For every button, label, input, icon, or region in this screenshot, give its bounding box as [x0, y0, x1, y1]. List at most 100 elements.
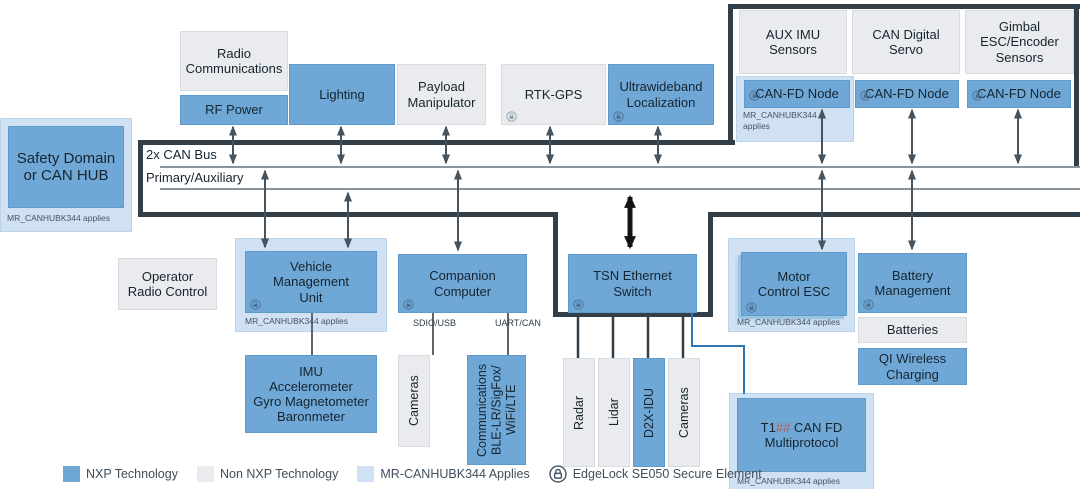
tsn-pocket-right [708, 212, 713, 317]
box-imu-sensors: IMU Accelerometer Gyro Magnetometer Baro… [245, 355, 377, 433]
edgelock-se050-icon [749, 89, 760, 101]
bus-frame-bottom [138, 212, 558, 217]
box-rf-power: RF Power [180, 95, 288, 125]
box-safety-domain: Safety Domain or CAN HUB [8, 126, 124, 208]
can-digital-servo-label: CAN Digital Servo [872, 26, 940, 57]
legend: NXP Technology Non NXP Technology MR-CAN… [63, 465, 762, 483]
box-tsn-ethernet-switch: TSN Ethernet Switch [568, 254, 697, 313]
box-radar: Radar [563, 358, 595, 467]
legend-swatch-light-blue [357, 466, 375, 482]
box-payload-manipulator: Payload Manipulator [397, 64, 486, 125]
legend-label: MR-CANHUBK344 Applies [380, 467, 530, 481]
t1-line2: Multiprotocol [764, 435, 839, 450]
t1-caption: MR_CANHUBK344 applies [737, 476, 840, 486]
box-cameras-left: Cameras [398, 355, 430, 447]
vmu-label: Vehicle Management Unit [273, 259, 349, 305]
sdio-usb-label: SDIO/USB [413, 318, 457, 328]
box-d2x-idu: D2X-IDU [633, 358, 665, 467]
canfd-node1-caption: MR_CANHUBK344 applies [743, 110, 817, 131]
tsn-pocket-left [553, 212, 558, 317]
edgelock-lock-icon [549, 465, 567, 483]
box-motor-control-esc: Motor Control ESC [741, 252, 847, 316]
box-radio-communications: Radio Communications [180, 31, 288, 91]
box-gimbal-esc-encoder: Gimbal ESC/Encoder Sensors [965, 10, 1074, 74]
box-canfd-node-3: CAN-FD Node [967, 80, 1071, 108]
aux-imu-label: AUX IMU Sensors [765, 26, 821, 57]
safety-domain-caption: MR_CANHUBK344 applies [7, 213, 110, 223]
uart-can-label: UART/CAN [495, 318, 541, 328]
bus-label-2x-can: 2x CAN Bus [146, 147, 217, 162]
canfd-node-label: CAN-FD Node [755, 86, 839, 102]
box-cameras-right: Cameras [668, 358, 700, 467]
canfd-node-label: CAN-FD Node [865, 86, 949, 102]
legend-item-nxp: NXP Technology [63, 466, 178, 482]
tsn-pocket-bottom [553, 312, 713, 317]
box-batteries: Batteries [858, 317, 967, 343]
legend-swatch-gray [196, 466, 214, 482]
edgelock-se050-icon [250, 298, 261, 310]
cameras-label: Cameras [676, 387, 691, 438]
t1-hash: ## [775, 419, 791, 435]
edgelock-se050-icon [860, 89, 871, 101]
box-rtk-gps: RTK-GPS [501, 64, 606, 125]
box-qi-wireless-charging: QI Wireless Charging [858, 348, 967, 385]
legend-label: EdgeLock SE050 Secure Element [572, 467, 762, 481]
right-domain-frame-top [708, 212, 1080, 217]
edgelock-se050-icon [506, 110, 517, 122]
qi-wireless-label: QI Wireless Charging [878, 351, 947, 382]
box-communications: Communications BLE-LR/SigFox/ WiFi/LTE [467, 355, 526, 465]
payload-manipulator-label: Payload Manipulator [407, 79, 476, 110]
lidar-label: Lidar [606, 398, 621, 427]
cameras-label: Cameras [406, 375, 421, 427]
motor-esc-caption: MR_CANHUBK344 applies [737, 317, 840, 327]
vmu-caption: MR_CANHUBK344 applies [245, 316, 348, 326]
topright-frame-left [728, 4, 733, 140]
box-ultrawideband: Ultrawideband Localization [608, 64, 714, 125]
battery-management-label: Battery Management [874, 267, 951, 298]
box-vehicle-management-unit: Vehicle Management Unit [245, 251, 377, 313]
tsn-switch-label: TSN Ethernet Switch [593, 268, 672, 299]
t1-line1: T1## CAN FD [760, 419, 843, 435]
motor-esc-label: Motor Control ESC [757, 268, 831, 299]
topright-frame-right [1074, 4, 1079, 167]
box-operator-radio-control: Operator Radio Control [118, 258, 217, 310]
bus-label-primary-auxiliary: Primary/Auxiliary [146, 170, 244, 185]
edgelock-se050-icon [746, 301, 757, 313]
radar-label: Radar [571, 395, 586, 430]
companion-computer-label: Companion Computer [429, 268, 496, 299]
legend-swatch-nxp-blue [63, 466, 80, 482]
topright-frame-top [728, 4, 1080, 9]
legend-item-edgelock: EdgeLock SE050 Secure Element [549, 465, 762, 483]
legend-label: Non NXP Technology [219, 467, 339, 481]
box-aux-imu-sensors: AUX IMU Sensors [739, 10, 847, 74]
lighting-label: Lighting [319, 86, 365, 102]
batteries-label: Batteries [886, 322, 939, 338]
box-battery-management: Battery Management [858, 253, 967, 313]
box-can-digital-servo: CAN Digital Servo [852, 10, 960, 74]
box-t1-can-fd-multiprotocol: T1## CAN FD Multiprotocol [737, 398, 866, 472]
box-lidar: Lidar [598, 358, 630, 467]
legend-item-mr-canhubk344: MR-CANHUBK344 Applies [357, 466, 530, 482]
edgelock-se050-icon [403, 298, 414, 310]
box-companion-computer: Companion Computer [398, 254, 527, 313]
ultrawideband-label: Ultrawideband Localization [619, 79, 703, 110]
edgelock-se050-icon [613, 110, 624, 122]
edgelock-se050-icon [972, 89, 983, 101]
box-lighting: Lighting [289, 64, 395, 125]
edgelock-se050-icon [573, 298, 584, 310]
legend-item-non-nxp: Non NXP Technology [196, 466, 339, 482]
d2x-idu-label: D2X-IDU [641, 387, 656, 438]
safety-domain-label: Safety Domain or CAN HUB [16, 149, 116, 184]
canfd-node-label: CAN-FD Node [977, 86, 1061, 102]
edgelock-se050-icon [863, 298, 874, 310]
legend-label: NXP Technology [86, 467, 178, 481]
box-canfd-node-1: CAN-FD Node [744, 80, 850, 108]
gimbal-label: Gimbal ESC/Encoder Sensors [980, 19, 1059, 65]
rtk-gps-label: RTK-GPS [524, 86, 583, 102]
imu-label: IMU Accelerometer Gyro Magnetometer Baro… [253, 363, 369, 425]
communications-label: Communications BLE-LR/SigFox/ WiFi/LTE [474, 363, 518, 457]
operator-radio-control-label: Operator Radio Control [127, 268, 208, 299]
rf-power-label: RF Power [205, 102, 263, 118]
bus-frame-top [138, 140, 735, 145]
